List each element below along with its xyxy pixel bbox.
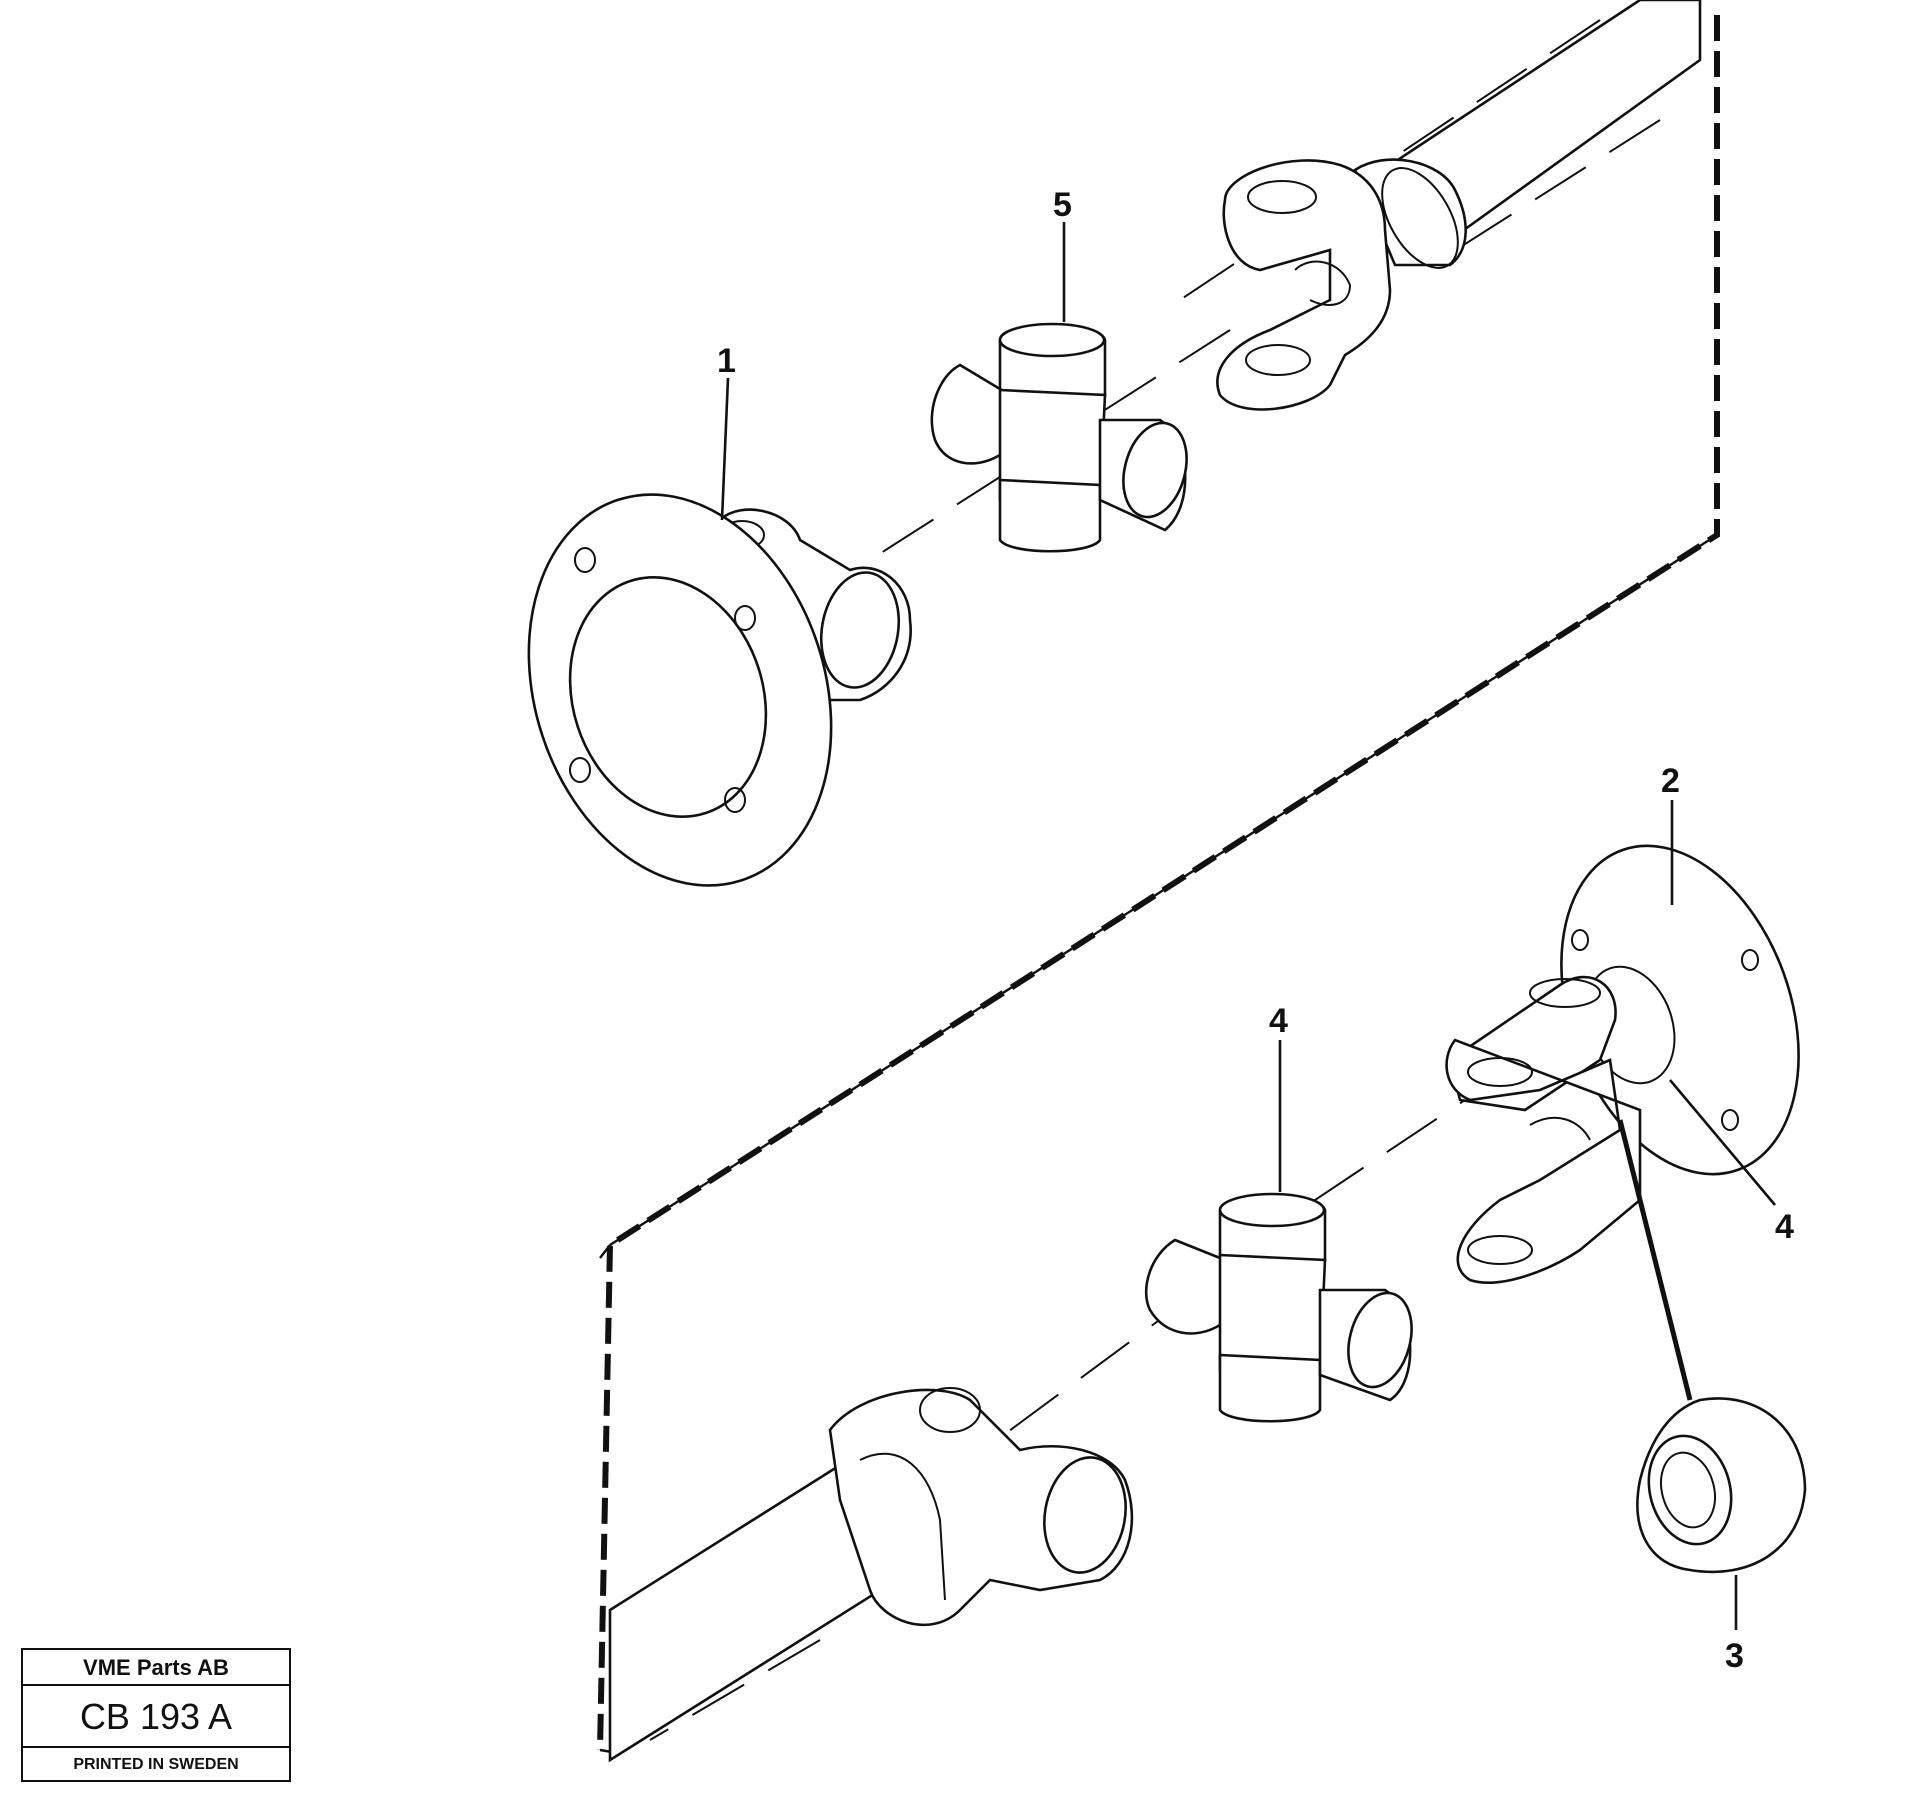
printed-in-note: PRINTED IN SWEDEN <box>73 1756 239 1773</box>
upper-yoke <box>1216 159 1392 411</box>
seal-boot-3 <box>1636 1397 1807 1574</box>
callout-1: 1 <box>717 342 736 380</box>
company-name: VME Parts AB <box>23 1650 289 1686</box>
universal-joint-cross-5 <box>930 322 1188 553</box>
callout-5: 5 <box>1053 186 1072 224</box>
axis-centerlines <box>649 19 1661 1741</box>
callout-3: 3 <box>1725 1637 1744 1675</box>
dashed-boundary-frame <box>597 15 1720 1754</box>
callout-4-right: 4 <box>1775 1208 1794 1246</box>
lower-yoke <box>1445 1038 1642 1284</box>
title-block: VME Parts AB CB 193 A PRINTED IN SWEDEN <box>21 1648 291 1782</box>
drawing-number: CB 193 A <box>23 1686 289 1748</box>
flange-yoke-1 <box>527 493 912 887</box>
lower-shaft-with-yoke <box>608 1387 1134 1763</box>
callout-2: 2 <box>1661 762 1680 800</box>
callout-4-upper: 4 <box>1269 1002 1288 1040</box>
universal-joint-cross-4 <box>1144 1192 1413 1423</box>
leader-lines <box>720 222 1776 1630</box>
upper-shaft-tube <box>1353 0 1702 269</box>
flange-yoke-2 <box>1448 844 1800 1176</box>
